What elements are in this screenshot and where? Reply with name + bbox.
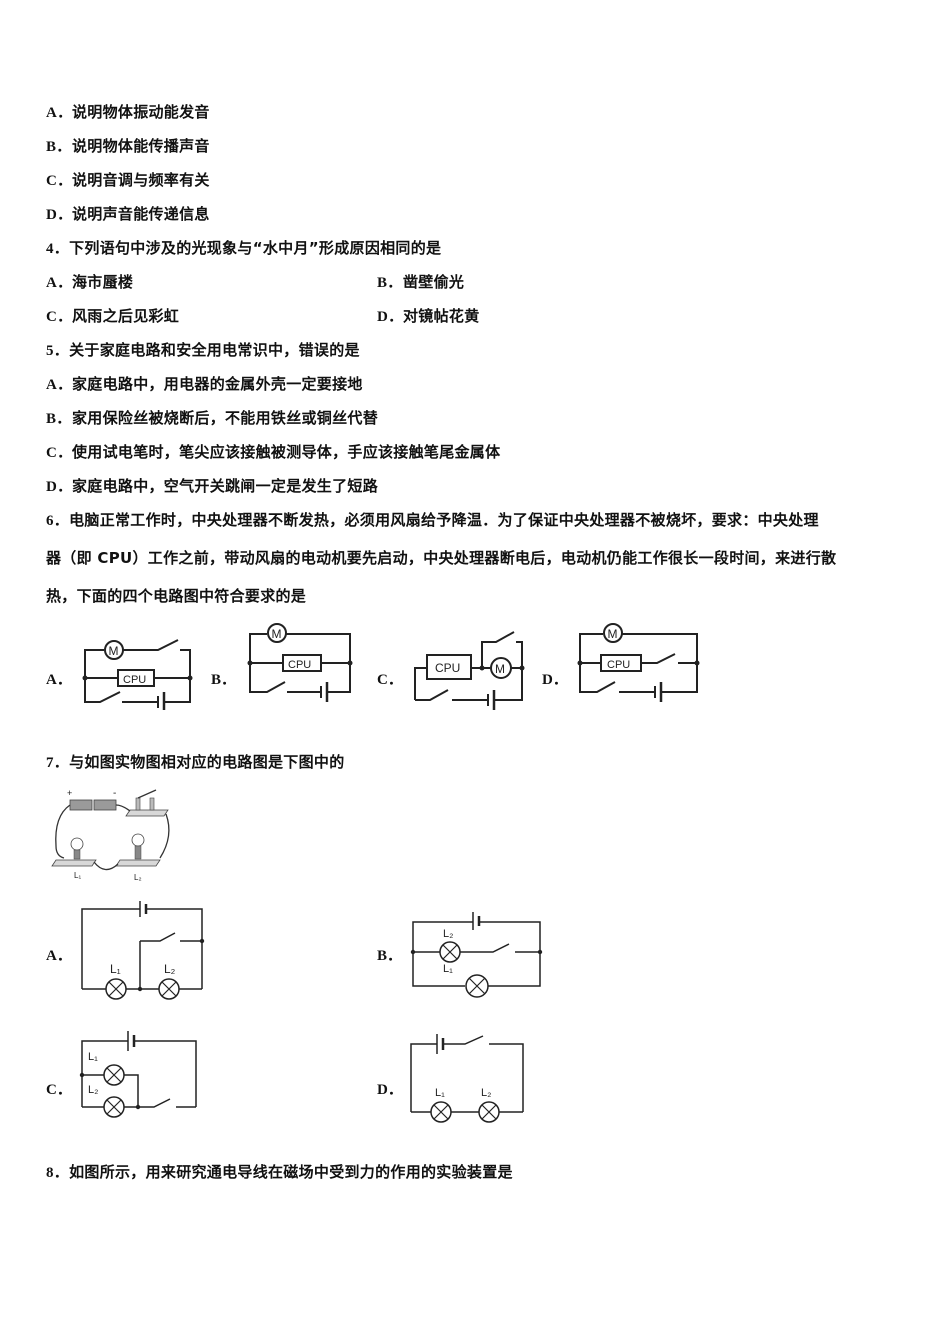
q4-option-d: D．对镜帖花黄 [377, 306, 480, 327]
q6-option-b-circuit: M CPU [245, 620, 360, 705]
q7-option-b-circuit: L₂ L₁ [405, 900, 550, 1000]
switch-icon [125, 809, 169, 817]
q5-option-b: B．家用保险丝被烧断后，不能用铁丝或铜丝代替 [46, 408, 378, 429]
svg-text:L₁: L₁ [435, 1087, 445, 1099]
svg-text:CPU: CPU [607, 659, 630, 671]
q6-option-c-circuit: CPU M [410, 620, 535, 710]
question-number: 7． [46, 755, 70, 771]
motor-icon: M [109, 644, 119, 658]
q4-option-b: B．凿壁偷光 [377, 272, 464, 293]
svg-text:L₁: L₁ [443, 963, 453, 975]
q7-option-d-circuit: L₁ L₂ [405, 1030, 530, 1130]
q5-stem: 5．关于家庭电路和安全用电常识中，错误的是 [46, 340, 360, 361]
q3-option-c: C．说明音调与频率有关 [46, 170, 210, 191]
bulb-icon [131, 833, 145, 847]
question-text: 关于家庭电路和安全用电常识中，错误的是 [69, 341, 360, 359]
svg-text:L₂: L₂ [481, 1087, 491, 1099]
svg-text:L₁: L₁ [110, 962, 121, 976]
q7-option-a-circuit: L₁ L₂ [78, 895, 213, 1000]
svg-text:L₂: L₂ [164, 962, 176, 976]
option-text: 凿壁偷光 [403, 273, 465, 291]
q3-option-b: B．说明物体能传播声音 [46, 136, 210, 157]
svg-text:CPU: CPU [123, 674, 146, 686]
option-label: B． [46, 411, 72, 427]
question-text: 下列语句中涉及的光现象与“水中月”形成原因相同的是 [69, 239, 442, 257]
q6-option-b-label: B． [211, 672, 237, 688]
option-label: A． [46, 275, 73, 291]
svg-text:L₁: L₁ [74, 871, 81, 880]
q6-option-a-circuit: M CPU [80, 630, 200, 710]
question-number: 8． [46, 1165, 70, 1181]
option-label: C． [46, 173, 73, 189]
option-text: 使用试电笔时，笔尖应该接触被测导体，手应该接触笔尾金属体 [72, 443, 501, 461]
svg-text:L₂: L₂ [134, 873, 142, 882]
question-text: 如图所示，用来研究通电导线在磁场中受到力的作用的实验装置是 [69, 1163, 513, 1181]
q5-option-c: C．使用试电笔时，笔尖应该接触被测导体，手应该接触笔尾金属体 [46, 442, 500, 463]
svg-text:L₂: L₂ [88, 1084, 98, 1096]
motor-icon: M [272, 627, 282, 641]
option-text: 对镜帖花黄 [403, 307, 480, 325]
question-number: 5． [46, 343, 70, 359]
lamp-base [51, 859, 97, 867]
option-label: A． [46, 377, 73, 393]
question-number: 4． [46, 241, 70, 257]
q6-option-c-label: C． [377, 672, 403, 688]
q7-option-a-label: A． [46, 948, 72, 964]
option-label: A． [46, 105, 73, 121]
question-number: 6． [46, 513, 70, 529]
q3-option-d: D．说明声音能传递信息 [46, 204, 210, 225]
bulb-icon [70, 837, 84, 851]
svg-text:CPU: CPU [288, 659, 311, 671]
q4-option-a: A．海市蜃楼 [46, 272, 133, 293]
option-text: 说明物体能传播声音 [72, 137, 210, 155]
question-text: 电脑正常工作时，中央处理器不断发热，必须用风扇给予降温．为了保证中央处理器不被烧… [69, 511, 819, 529]
q7-stem: 7．与如图实物图相对应的电路图是下图中的 [46, 752, 345, 773]
motor-icon: M [608, 627, 618, 641]
q6-option-d-label: D． [542, 672, 568, 688]
battery-icon [69, 799, 93, 811]
motor-icon: M [495, 662, 505, 676]
q7-option-c-label: C． [46, 1082, 72, 1098]
q7-option-d-label: D． [377, 1082, 403, 1098]
q6-stem-line-1: 6．电脑正常工作时，中央处理器不断发热，必须用风扇给予降温．为了保证中央处理器不… [46, 510, 819, 531]
option-text: 家庭电路中，用电器的金属外壳一定要接地 [72, 375, 363, 393]
option-text: 海市蜃楼 [72, 273, 134, 291]
option-text: 说明物体振动能发音 [72, 103, 210, 121]
option-label: B． [377, 275, 403, 291]
option-label: C． [46, 445, 73, 461]
option-text: 家庭电路中，空气开关跳闸一定是发生了短路 [72, 477, 379, 495]
lamp-base [115, 859, 161, 867]
option-label: B． [46, 139, 72, 155]
q7-option-b-label: B． [377, 948, 403, 964]
q4-stem: 4．下列语句中涉及的光现象与“水中月”形成原因相同的是 [46, 238, 441, 259]
option-label: D． [377, 309, 404, 325]
option-label: D． [46, 479, 73, 495]
q6-option-a-label: A． [46, 672, 72, 688]
q6-option-d-circuit: M CPU [575, 620, 705, 708]
q6-stem-line-3: 热，下面的四个电路图中符合要求的是 [46, 587, 307, 605]
svg-text:+: + [67, 788, 72, 798]
option-text: 家用保险丝被烧断后，不能用铁丝或铜丝代替 [72, 409, 379, 427]
option-text: 说明音调与频率有关 [72, 171, 210, 189]
q7-option-c-circuit: L₁ L₂ [78, 1025, 203, 1125]
option-label: D． [46, 207, 73, 223]
svg-text:L₁: L₁ [88, 1051, 98, 1063]
q3-option-a: A．说明物体振动能发音 [46, 102, 210, 123]
q4-option-c: C．风雨之后见彩虹 [46, 306, 179, 327]
q5-option-d: D．家庭电路中，空气开关跳闸一定是发生了短路 [46, 476, 378, 497]
question-text: 与如图实物图相对应的电路图是下图中的 [69, 753, 345, 771]
q8-stem: 8．如图所示，用来研究通电导线在磁场中受到力的作用的实验装置是 [46, 1162, 513, 1183]
q7-physical-circuit-figure: + - L₁ L₂ [50, 786, 175, 882]
svg-text:-: - [113, 788, 116, 799]
svg-text:CPU: CPU [435, 661, 460, 675]
option-text: 风雨之后见彩虹 [72, 307, 180, 325]
q6-stem-line-2: 器（即 CPU）工作之前，带动风扇的电动机要先启动，中央处理器断电后，电动机仍能… [46, 549, 837, 567]
option-label: C． [46, 309, 73, 325]
q5-option-a: A．家庭电路中，用电器的金属外壳一定要接地 [46, 374, 363, 395]
battery-icon [93, 799, 117, 811]
svg-text:L₂: L₂ [443, 928, 453, 940]
option-text: 说明声音能传递信息 [72, 205, 210, 223]
